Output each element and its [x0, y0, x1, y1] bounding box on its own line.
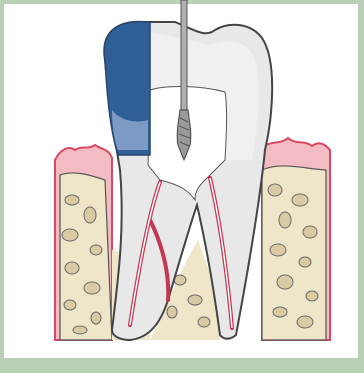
frame-bottom-band	[0, 358, 364, 373]
frame-left-band	[0, 0, 4, 373]
frame-right-band	[358, 0, 364, 373]
